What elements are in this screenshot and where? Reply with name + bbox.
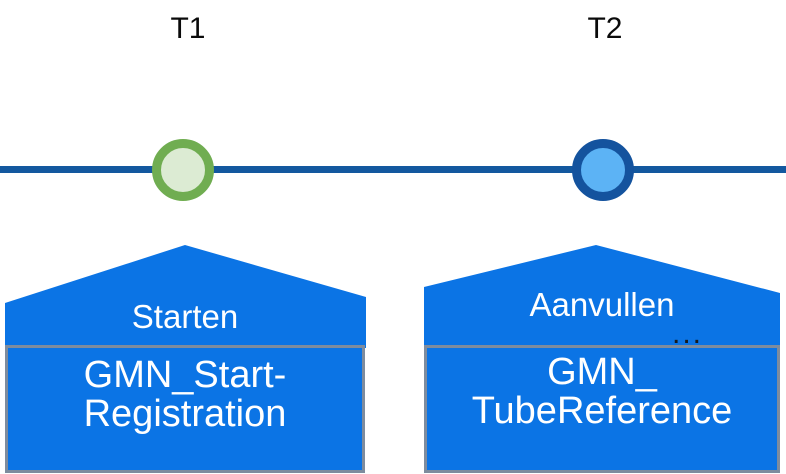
event-fill-ellipsis: ... [672,317,704,350]
event-start-action-label: Starten [131,298,239,335]
event-start-roof [0,243,370,348]
event-fill-body-box [424,345,780,473]
tick-label-t2: T2 [587,12,623,45]
event-fill-action-label: Aanvullen [529,286,675,323]
event-start-object-label: GMN_Start- Registration [83,354,287,435]
event-fill-object-label: GMN_ TubeReference [471,351,733,432]
timeline-marker-t2[interactable] [572,139,634,201]
event-fill-roof [418,243,786,348]
event-start-body-box [5,345,365,473]
event-start[interactable]: Starten GMN_Start- Registration [0,243,370,474]
tick-label-t1: T1 [170,12,206,45]
timeline-axis [0,166,786,173]
event-fill[interactable]: Aanvullen ... GMN_ TubeReference [418,243,786,474]
timeline-marker-t1[interactable] [152,139,214,201]
